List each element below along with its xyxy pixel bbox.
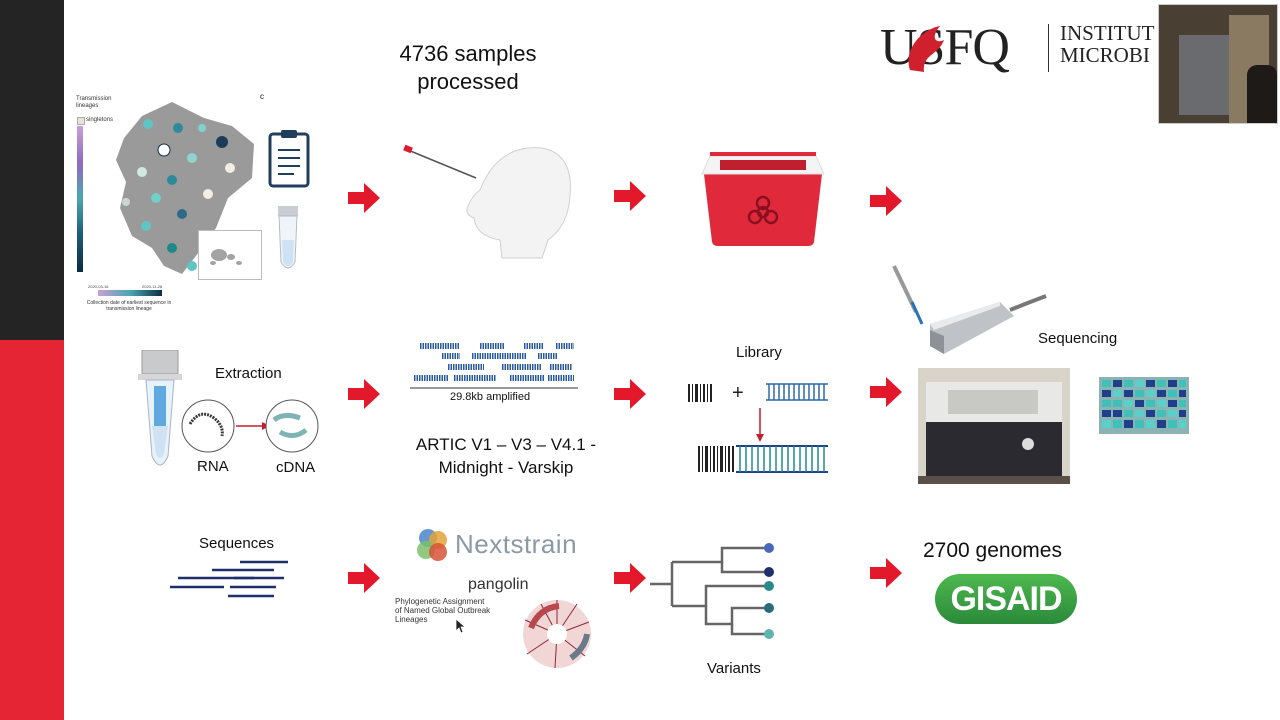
cdna-label: cDNA <box>276 459 316 476</box>
map-legend-singletons: singletons <box>86 117 114 123</box>
red-arrow-icon <box>348 379 380 409</box>
test-tube-icon <box>278 206 298 269</box>
sequences-label: Sequences <box>199 535 275 552</box>
webcam-feed <box>1158 4 1278 124</box>
gisaid-logo: GISAID <box>935 574 1077 624</box>
red-arrow-icon <box>348 183 380 213</box>
galapagos-inset <box>198 230 262 280</box>
extraction-tube-icon <box>138 350 182 466</box>
amplified-label: 29.8kb amplified <box>450 391 531 403</box>
samples-title-line1: 4736 samples <box>399 41 537 66</box>
variant-tree-icon <box>650 543 774 639</box>
rna-label: RNA <box>197 458 229 475</box>
circular-phylogeny-icon <box>523 600 591 669</box>
red-arrow-icon <box>870 377 902 407</box>
extraction-label: Extraction <box>215 365 282 382</box>
library-prep-diagram: + <box>688 382 828 473</box>
rna-to-cdna-diagram <box>181 399 319 453</box>
ecuador-map-figure: Transmission lineages c singletons 2020-… <box>74 92 270 316</box>
samples-title: 4736 samples processed <box>388 40 548 96</box>
sequencer-photo <box>918 368 1070 484</box>
date-start: 2020-03-16 <box>88 284 109 289</box>
genomes-label: 2700 genomes <box>923 539 1062 562</box>
barcode-icon <box>688 384 712 402</box>
variants-label: Variants <box>707 660 761 677</box>
biohazard-container <box>701 152 825 246</box>
artic-protocols: ARTIC V1 – V3 – V4.1 - Midnight - Varski… <box>406 433 606 479</box>
library-label: Library <box>736 344 782 361</box>
map-legend-scale <box>77 126 83 272</box>
artic-line2: Midnight - Varskip <box>438 458 574 477</box>
pangolin-description: Phylogenetic Assignment of Named Global … <box>395 597 491 624</box>
pangolin-label: pangolin <box>468 576 529 593</box>
person-silhouette <box>1247 65 1277 123</box>
sequencing-label: Sequencing <box>1038 330 1118 347</box>
minion-sequencer-icon <box>892 265 1047 354</box>
nextstrain-logo-icon <box>417 529 447 561</box>
sidebar-dark-band <box>0 0 64 340</box>
gisaid-label: GISAID <box>950 579 1062 618</box>
sequence-reads-icon <box>170 560 288 598</box>
ecuador-map-shape <box>116 102 254 274</box>
red-arrow-icon <box>870 186 902 216</box>
red-arrow-icon <box>870 558 902 588</box>
red-arrow-icon <box>614 181 646 211</box>
date-scale-bar <box>98 290 162 296</box>
red-arrow-icon <box>348 563 380 593</box>
date-end: 2020-11-28 <box>142 284 163 289</box>
flowcell-grid-icon <box>1099 377 1189 434</box>
nasal-swab-illustration <box>403 144 571 259</box>
logo-text: USFQ <box>880 19 1010 76</box>
sidebar-red-band <box>0 340 64 720</box>
nextstrain-label: Nextstrain <box>455 529 578 559</box>
samples-title-line2: processed <box>417 69 519 94</box>
biohazard-icon <box>747 195 779 225</box>
red-arrow-icon <box>614 563 646 593</box>
clipboard-icon <box>268 130 310 188</box>
usfq-logo: USFQ INSTITUT MICROBI <box>880 18 1160 80</box>
mouse-cursor-icon <box>455 618 467 634</box>
amplicon-diagram <box>410 343 578 389</box>
red-arrow-icon <box>614 379 646 409</box>
map-corner-label: c <box>260 92 264 101</box>
dragon-icon <box>908 26 944 72</box>
plus-sign: + <box>732 382 744 404</box>
artic-line1: ARTIC V1 – V3 – V4.1 - <box>415 435 597 454</box>
map-legend-title: Transmission lineages <box>76 96 112 109</box>
map-caption: Collection date of earliest sequence in … <box>86 300 172 312</box>
institute-text: INSTITUT MICROBI <box>1060 21 1155 67</box>
